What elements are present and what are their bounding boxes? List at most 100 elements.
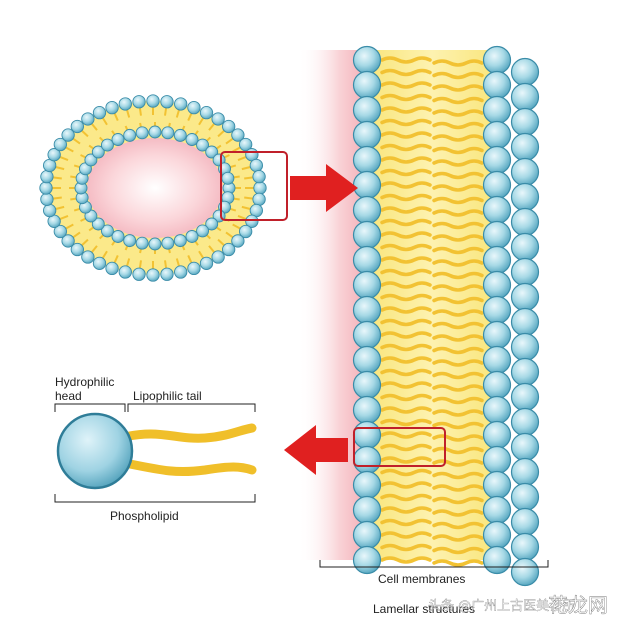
head-sphere: [352, 345, 382, 375]
wavy-tail: [432, 334, 484, 342]
head-sphere: [148, 125, 162, 139]
wavy-tail: [380, 418, 432, 427]
wavy-tail: [380, 143, 432, 152]
wavy-tail: [380, 293, 432, 302]
head-sphere: [160, 267, 174, 281]
head-sphere: [352, 95, 382, 125]
head-sphere: [352, 545, 382, 575]
head-bracket: [54, 403, 126, 412]
head-sphere: [205, 145, 219, 159]
membrane-tails: [380, 56, 484, 567]
head-sphere: [510, 507, 540, 537]
wavy-tail: [380, 381, 432, 389]
head-sphere: [174, 97, 188, 111]
head-sphere: [211, 112, 225, 126]
head-sphere: [482, 195, 512, 225]
head-sphere: [352, 145, 382, 175]
watermark-text: 头条 @广州上古医美诊所: [428, 598, 575, 614]
head-sphere: [146, 94, 160, 108]
head-sphere: [118, 97, 132, 111]
wavy-tail: [432, 421, 484, 430]
wavy-tail: [380, 118, 432, 127]
head-sphere: [482, 520, 512, 550]
head-sphere: [510, 407, 540, 437]
wavy-tail: [380, 206, 432, 214]
head-sphere: [185, 230, 199, 243]
wavy-tail: [380, 468, 432, 477]
head-sphere: [510, 432, 540, 462]
head-sphere: [111, 133, 125, 146]
wavy-tail: [380, 506, 432, 514]
wavy-tail: [380, 156, 432, 164]
head-sphere: [174, 265, 188, 279]
head-sphere: [352, 520, 382, 550]
head-sphere: [352, 220, 382, 250]
wavy-tail: [432, 221, 484, 230]
wavy-tail: [380, 268, 432, 277]
head-sphere: [482, 70, 512, 100]
head-sphere: [100, 224, 114, 238]
head-sphere: [40, 192, 54, 207]
wavy-tail: [432, 84, 484, 92]
head-sphere: [161, 236, 175, 250]
liposome-inner-heads: [74, 125, 236, 251]
membrane-heads-left: [352, 45, 382, 575]
head-sphere: [482, 145, 512, 175]
head-sphere: [482, 245, 512, 275]
cell-membranes-label: Cell membranes: [378, 572, 465, 586]
wavy-tail: [380, 306, 432, 314]
membrane-bracket: [319, 560, 549, 568]
head-sphere: [482, 220, 512, 250]
liposome-highlight-box: [220, 151, 288, 221]
wavy-tail: [380, 318, 432, 327]
wavy-tail: [432, 459, 484, 467]
head-sphere: [173, 128, 187, 142]
lipophilic-tail-label: Lipophilic tail: [133, 389, 202, 403]
head-sphere: [482, 495, 512, 525]
wavy-tail: [380, 181, 432, 189]
head-sphere: [100, 138, 114, 152]
wavy-tail: [432, 384, 484, 392]
head-sphere: [352, 45, 382, 75]
wavy-tail: [432, 484, 484, 492]
membrane-heads-right: [482, 45, 512, 575]
head-sphere: [352, 70, 382, 100]
head-sphere: [510, 207, 540, 237]
head-sphere: [40, 169, 54, 184]
wavy-tail: [432, 259, 484, 267]
wavy-tail: [380, 493, 432, 502]
head-sphere: [482, 545, 512, 575]
head-sphere: [187, 100, 201, 115]
head-sphere: [61, 234, 75, 248]
wavy-tail: [380, 93, 432, 102]
wavy-tail: [380, 356, 432, 364]
head-sphere: [352, 245, 382, 275]
head-sphere: [510, 257, 540, 287]
wavy-tail: [380, 231, 432, 239]
wavy-tail: [432, 134, 484, 142]
wavy-tail: [432, 159, 484, 167]
head-sphere: [510, 307, 540, 337]
wavy-tail: [432, 234, 484, 242]
head-sphere: [510, 57, 540, 87]
head-sphere: [482, 470, 512, 500]
head-sphere: [510, 482, 540, 512]
head-sphere: [211, 250, 225, 264]
head-sphere: [482, 370, 512, 400]
phospholipid-detail: Hydrophilic head Lipophilic tail Phospho…: [54, 375, 257, 523]
right-arrow-icon: [290, 164, 358, 212]
wavy-tail: [432, 559, 484, 567]
head-sphere: [482, 270, 512, 300]
head-sphere: [173, 234, 187, 248]
head-sphere: [91, 145, 105, 159]
head-sphere: [352, 320, 382, 350]
head-sphere: [135, 236, 149, 250]
wavy-tail: [432, 296, 484, 305]
head-sphere: [132, 267, 146, 281]
head-sphere: [199, 256, 214, 270]
head-sphere: [222, 242, 236, 257]
head-sphere: [47, 148, 61, 162]
wavy-tail: [432, 284, 484, 292]
wavy-tail: [432, 521, 484, 530]
membrane-heads-outer: [510, 57, 540, 587]
